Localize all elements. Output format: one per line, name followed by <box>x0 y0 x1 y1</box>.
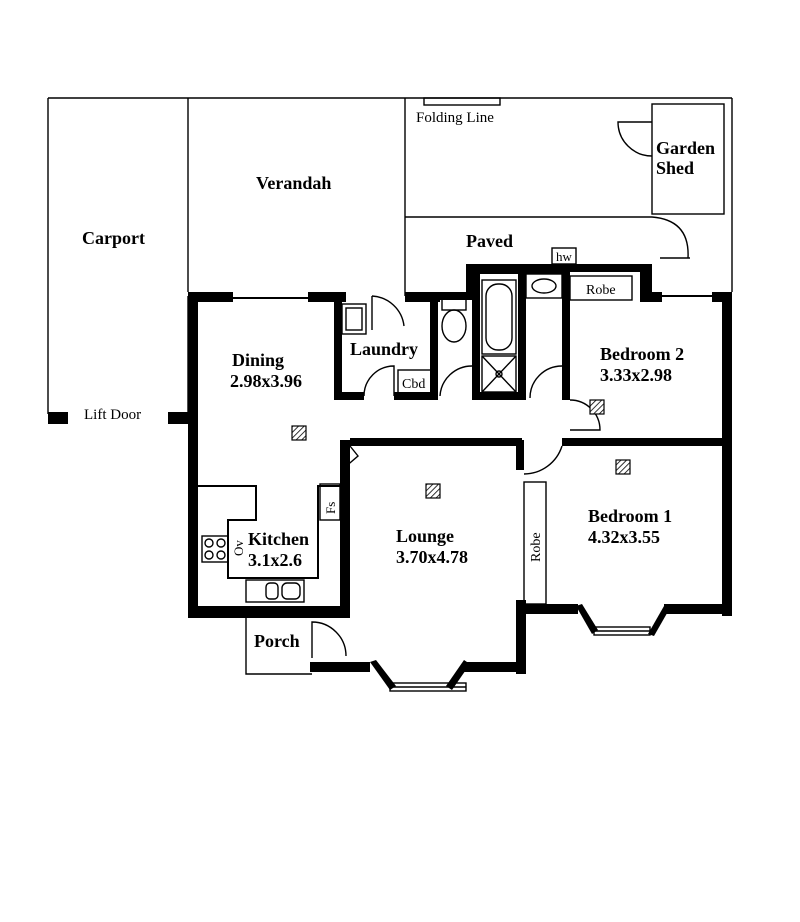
kitchen-label: Kitchen <box>248 529 309 549</box>
kitchen-bench <box>198 483 341 603</box>
vent-bedroom2 <box>589 399 605 415</box>
wet-area-fixtures <box>341 273 563 393</box>
fs-label: Fs <box>323 502 338 514</box>
bedroom2-label: Bedroom 2 <box>600 344 684 364</box>
lift-door-label: Lift Door <box>84 407 141 423</box>
paved-label: Paved <box>466 231 513 251</box>
bedroom2-size-label: 3.33x2.98 <box>600 365 672 385</box>
dining-label: Dining <box>232 350 284 370</box>
hw-label: hw <box>556 249 573 264</box>
vent-lounge <box>425 483 441 499</box>
oven-label: Ov <box>231 540 246 556</box>
dining-size-label: 2.98x3.96 <box>230 371 302 391</box>
bedroom1-label: Bedroom 1 <box>588 506 672 526</box>
garden-shed <box>617 103 725 215</box>
lounge-bay-window <box>370 660 470 692</box>
lounge-size-label: 3.70x4.78 <box>396 547 468 567</box>
vent-bedroom1 <box>615 459 631 475</box>
robe-top-label: Robe <box>586 283 616 298</box>
bedroom1-size-label: 4.32x3.55 <box>588 527 660 547</box>
porch-label: Porch <box>254 631 300 651</box>
cupboard-box <box>397 369 433 395</box>
bedroom1-bay-window <box>576 604 670 636</box>
laundry-label: Laundry <box>350 339 418 359</box>
cbd-label: Cbd <box>402 377 425 392</box>
robe-side-label: Robe <box>529 532 544 562</box>
lift-door-right-post <box>168 412 188 424</box>
folding-line-label: Folding Line <box>416 110 494 126</box>
verandah-label: Verandah <box>256 173 331 193</box>
house-walls <box>188 264 732 674</box>
bedroom1-robe <box>523 481 547 605</box>
garden-shed-label-1: Garden <box>656 138 715 158</box>
lounge-label: Lounge <box>396 526 454 546</box>
kitchen-size-label: 3.1x2.6 <box>248 550 302 570</box>
hot-water-box <box>551 247 577 265</box>
lift-door-left-post <box>48 412 68 424</box>
garden-shed-label-2: Shed <box>656 158 694 178</box>
vent-dining <box>291 425 307 441</box>
porch <box>245 614 347 675</box>
carport-label: Carport <box>82 228 145 248</box>
bedroom2-robe <box>569 275 633 301</box>
